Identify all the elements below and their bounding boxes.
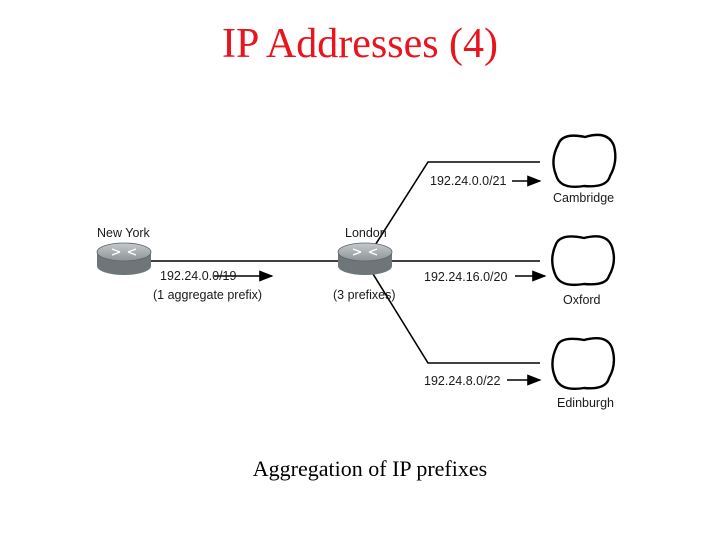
network-cloud-icon (551, 337, 616, 391)
link-prefix-label: 192.24.0.0/21 (430, 174, 507, 188)
link-prefix-label: 192.24.16.0/20 (424, 270, 507, 284)
figure-caption: Aggregation of IP prefixes (252, 456, 488, 481)
link-london-cambridge (364, 161, 540, 262)
network-cloud-icon (552, 133, 617, 189)
network-cloud-icon (551, 235, 616, 287)
network-label-edinburgh: Edinburgh (557, 396, 614, 410)
router-icon (96, 242, 152, 275)
london-prefix-note: (3 prefixes) (333, 288, 396, 302)
link-london-edinburgh (364, 260, 540, 364)
router-icon (337, 242, 393, 275)
aggregate-prefix-label: 192.24.0.0/19 (160, 269, 237, 283)
page-title: IP Addresses (4) (221, 21, 499, 67)
router-label-new-york: New York (97, 226, 151, 240)
link-prefix-label: 192.24.8.0/22 (424, 374, 501, 388)
network-label-oxford: Oxford (563, 293, 601, 307)
router-label-london: London (345, 226, 387, 240)
network-label-cambridge: Cambridge (553, 191, 614, 205)
aggregate-prefix-note: (1 aggregate prefix) (153, 288, 262, 302)
